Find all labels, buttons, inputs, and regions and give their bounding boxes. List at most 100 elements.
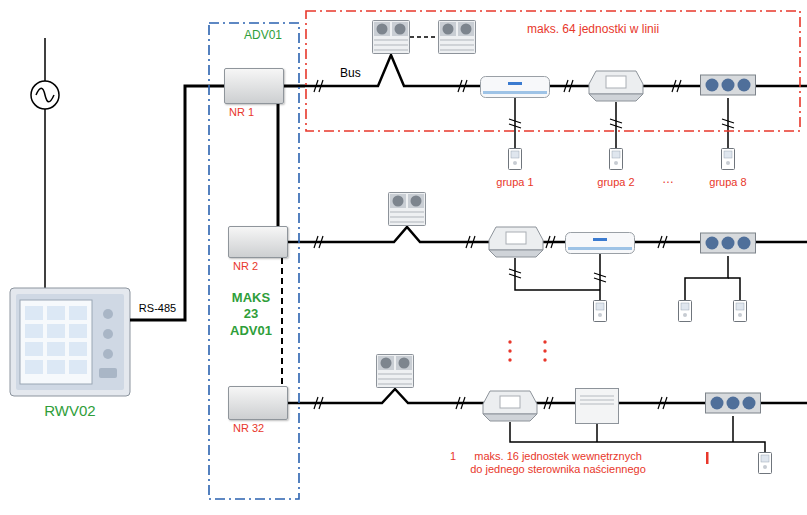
touch-panel-drawing bbox=[10, 288, 130, 396]
continuation-dots bbox=[543, 358, 546, 361]
unit-wiring bbox=[728, 278, 740, 300]
wall-controller bbox=[594, 301, 607, 322]
unit-wiring bbox=[596, 424, 598, 442]
module-number: NR 32 bbox=[233, 422, 264, 435]
group-label: grupa 2 bbox=[597, 176, 634, 189]
break-mark bbox=[672, 80, 681, 92]
break-mark bbox=[658, 397, 667, 409]
unit-wiring bbox=[515, 258, 600, 290]
group-heading: ADV01 bbox=[244, 28, 282, 42]
power-symbol bbox=[31, 81, 59, 109]
floor-unit bbox=[576, 389, 619, 424]
duct-unit bbox=[706, 393, 761, 413]
unit-wiring bbox=[599, 254, 601, 300]
touch-panel-drawing bbox=[25, 306, 43, 320]
unit-wiring bbox=[685, 256, 728, 300]
continuation-dots bbox=[508, 349, 511, 352]
break-mark bbox=[314, 80, 323, 92]
wall-controller bbox=[679, 301, 692, 322]
power-supply bbox=[31, 38, 59, 288]
touch-panel-drawing bbox=[69, 306, 87, 320]
touch-panel-drawing bbox=[16, 294, 124, 390]
break-mark bbox=[564, 80, 573, 92]
touch-panel-drawing bbox=[99, 368, 117, 378]
bus-connector bbox=[284, 85, 305, 88]
power-wire bbox=[44, 109, 46, 288]
note-number: 1 bbox=[450, 450, 456, 463]
continuation-dots bbox=[508, 340, 708, 464]
wall-controller bbox=[610, 149, 623, 170]
wall-controller bbox=[509, 149, 522, 170]
group-label: grupa 1 bbox=[496, 176, 533, 189]
module-number: NR 1 bbox=[229, 106, 254, 119]
continuation-dots bbox=[543, 340, 546, 343]
controller-group-region: ADV01MAKS 23 ADV01NR 1NR 2NR 32 bbox=[208, 22, 300, 500]
bus-label: Bus bbox=[340, 66, 361, 80]
outdoor-unit bbox=[389, 193, 426, 226]
edge-label: RS-485 bbox=[137, 302, 178, 315]
break-mark bbox=[546, 236, 555, 248]
touch-panel-drawing bbox=[47, 324, 65, 338]
hvac-unit bbox=[373, 21, 772, 474]
cassette-unit bbox=[489, 227, 543, 257]
group-label: grupa 8 bbox=[709, 176, 746, 189]
break-mark bbox=[658, 236, 667, 248]
touch-panel-drawing bbox=[47, 360, 65, 374]
cassette-unit bbox=[589, 71, 643, 101]
touch-panel-drawing bbox=[20, 300, 92, 384]
wall-unit bbox=[481, 77, 550, 98]
touch-panel-drawing bbox=[69, 324, 87, 338]
touch-panel-drawing bbox=[25, 324, 43, 338]
break-mark bbox=[314, 397, 323, 409]
wall-unit bbox=[566, 233, 635, 254]
break-mark bbox=[466, 236, 475, 248]
continuation-dots bbox=[543, 349, 546, 352]
touch-panel-drawing bbox=[25, 342, 43, 356]
break-mark bbox=[314, 236, 323, 248]
break-mark bbox=[722, 119, 734, 128]
limit-note: maks. 16 jednostek wewnętrznych do jedne… bbox=[470, 450, 646, 476]
bus-connector bbox=[277, 104, 280, 226]
unit-wiring bbox=[410, 36, 438, 38]
touch-panel-drawing bbox=[69, 342, 87, 356]
unit-wiring bbox=[615, 102, 617, 148]
region-note: maks. 64 jednostki w linii bbox=[527, 22, 659, 36]
wall-controller bbox=[734, 301, 747, 322]
break-mark bbox=[458, 80, 467, 92]
panel-name: RWV02 bbox=[10, 402, 130, 420]
touch-panel-drawing bbox=[47, 306, 65, 320]
break-mark bbox=[509, 269, 521, 278]
wall-controller bbox=[722, 149, 735, 170]
touch-panel-drawing bbox=[47, 342, 65, 356]
power-wire bbox=[44, 38, 46, 81]
region-outline bbox=[306, 11, 800, 131]
break-mark bbox=[456, 397, 465, 409]
touch-panel: RWV02 bbox=[10, 288, 130, 396]
bus-connector bbox=[281, 258, 283, 386]
unit-wiring bbox=[514, 98, 516, 148]
break-mark bbox=[544, 397, 553, 409]
touch-panel-drawing bbox=[103, 329, 113, 339]
duct-unit bbox=[701, 233, 756, 253]
adv01-module: NR 2 bbox=[228, 226, 288, 258]
touch-panel-drawing bbox=[69, 360, 87, 374]
touch-panel-drawing bbox=[103, 349, 113, 359]
bus-line bbox=[288, 55, 807, 403]
unit-wiring bbox=[732, 416, 734, 442]
touch-panel-drawing bbox=[10, 288, 130, 396]
unit-wiring bbox=[510, 422, 765, 452]
unit-wiring bbox=[727, 98, 729, 148]
red-mark bbox=[706, 452, 709, 464]
break-mark bbox=[314, 80, 734, 409]
outdoor-unit bbox=[373, 21, 410, 54]
break-mark bbox=[594, 273, 606, 282]
break-mark bbox=[610, 119, 622, 128]
break-mark bbox=[509, 119, 521, 128]
duct-unit bbox=[701, 75, 756, 95]
ellipsis-mark: … bbox=[662, 172, 674, 186]
